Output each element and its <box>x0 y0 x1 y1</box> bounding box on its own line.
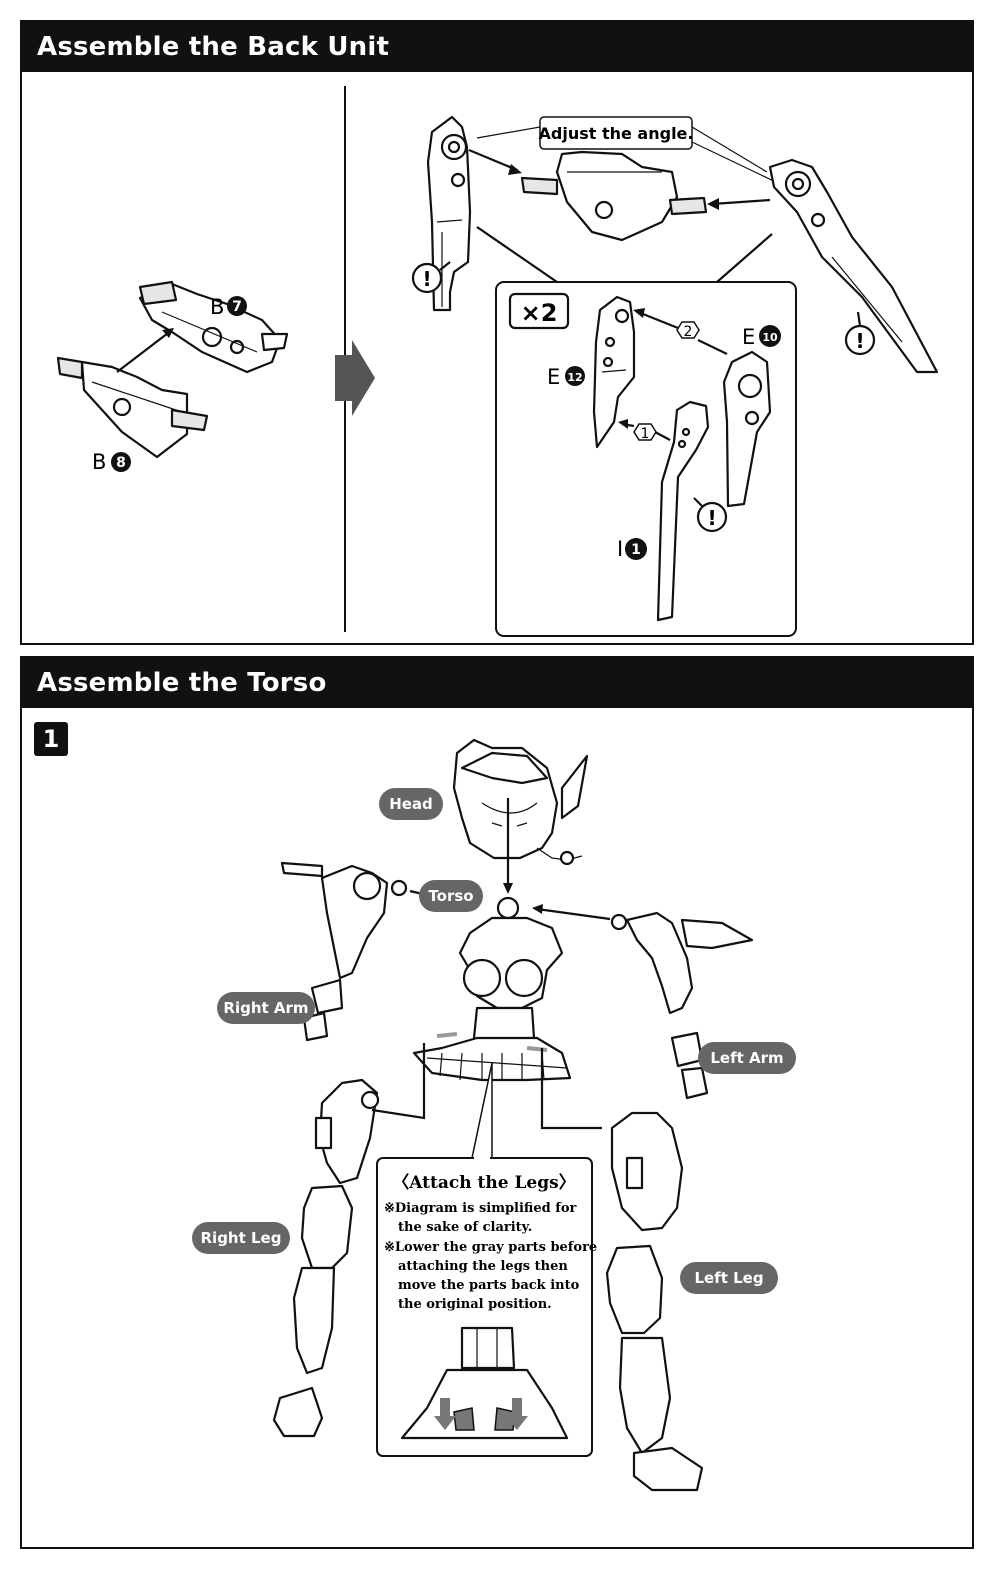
svg-text:Right Leg: Right Leg <box>201 1229 282 1247</box>
caution-icon-right: ! <box>844 311 876 356</box>
caution-icon-detail: ! <box>693 497 728 533</box>
multiplier-label: ×2 <box>521 299 558 327</box>
label-right-leg: Right Leg <box>192 1222 290 1254</box>
label-right-arm: Right Arm <box>217 992 315 1024</box>
part-number-disc-b7 <box>227 296 247 316</box>
multiplier-box <box>508 292 570 330</box>
right-leg-drawing <box>272 1078 380 1438</box>
torso-diagram: 〈Attach the Legs〉 ※Diagram is simplified… <box>192 738 796 1492</box>
svg-text:Left Arm: Left Arm <box>710 1049 783 1067</box>
label-left-arm: Left Arm <box>698 1042 796 1074</box>
back-unit-diagram: B 7 B 8 Adjust the angle. <box>56 86 939 637</box>
part-number-b7: 7 <box>232 299 242 315</box>
back-unit-title: Assemble the Back Unit <box>22 22 972 72</box>
part-number-e10: 10 <box>762 331 778 344</box>
part-label-e12: E <box>547 365 560 389</box>
callout-note2-line3: move the parts back into <box>398 1278 580 1293</box>
part-b7-drawing <box>138 280 289 374</box>
part-e10-drawing <box>722 350 772 508</box>
callout-note2-line4: the original position. <box>398 1297 552 1312</box>
step-badge: 1 <box>34 722 68 756</box>
right-arm-drawing <box>280 861 408 1042</box>
part-number-disc-b8 <box>111 452 131 472</box>
svg-text:!: ! <box>707 506 716 530</box>
back-unit-panel: Assemble the Back Unit B 7 B 8 <box>20 20 974 645</box>
left-arm-drawing <box>610 911 754 1100</box>
part-label-e10: E <box>742 325 755 349</box>
step-number-1: 1 <box>641 426 650 442</box>
callout-note1-line2: the sake of clarity. <box>398 1220 532 1235</box>
label-torso: Torso <box>419 880 483 912</box>
right-wing-drawing <box>768 158 939 374</box>
part-number-i1: 1 <box>631 542 641 558</box>
step-number-2: 2 <box>684 324 693 340</box>
callout-note2-line1: ※Lower the gray parts before <box>384 1240 597 1255</box>
callout-note1-line1: ※Diagram is simplified for <box>384 1201 577 1216</box>
part-label-b8: B <box>92 450 106 474</box>
svg-text:Right Arm: Right Arm <box>223 999 308 1017</box>
callout-pointer <box>471 1062 493 1159</box>
left-wing-drawing <box>426 115 472 312</box>
head-drawing <box>452 738 589 866</box>
part-i1-drawing <box>656 400 710 622</box>
part-number-disc-e10 <box>759 325 781 347</box>
caution-icon-left: ! <box>411 261 451 294</box>
torso-panel: Assemble the Torso 1 <box>20 656 974 1549</box>
part-b8-drawing <box>56 356 209 459</box>
part-e12-drawing <box>592 295 636 449</box>
left-leg-drawing <box>605 1111 704 1492</box>
svg-text:Torso: Torso <box>428 887 473 905</box>
adjust-angle-label: Adjust the angle. <box>539 124 694 143</box>
label-head: Head <box>379 788 443 820</box>
step-arrow-icon <box>335 340 375 416</box>
step-hex-2 <box>676 321 700 339</box>
callout-skirt-drawing <box>400 1326 569 1440</box>
part-label-i1: I <box>617 537 623 561</box>
svg-text:!: ! <box>855 329 864 353</box>
part-number-b8: 8 <box>116 455 126 471</box>
step-hex-1 <box>633 423 657 441</box>
part-number-disc-i1 <box>625 538 647 560</box>
torso-drawing <box>412 896 572 1082</box>
callout-title: 〈Attach the Legs〉 <box>392 1172 575 1193</box>
part-number-disc-e12 <box>565 366 585 386</box>
part-label-b7: B <box>210 295 224 319</box>
callout-note2-line2: attaching the legs then <box>398 1259 568 1274</box>
svg-text:Head: Head <box>389 795 433 813</box>
svg-text:Left Leg: Left Leg <box>694 1269 763 1287</box>
adjust-angle-box <box>539 116 693 150</box>
part-number-e12: 12 <box>567 371 582 384</box>
label-left-leg: Left Leg <box>680 1262 778 1294</box>
center-connector-drawing <box>520 150 708 242</box>
torso-title: Assemble the Torso <box>22 658 972 708</box>
svg-text:!: ! <box>422 267 431 291</box>
